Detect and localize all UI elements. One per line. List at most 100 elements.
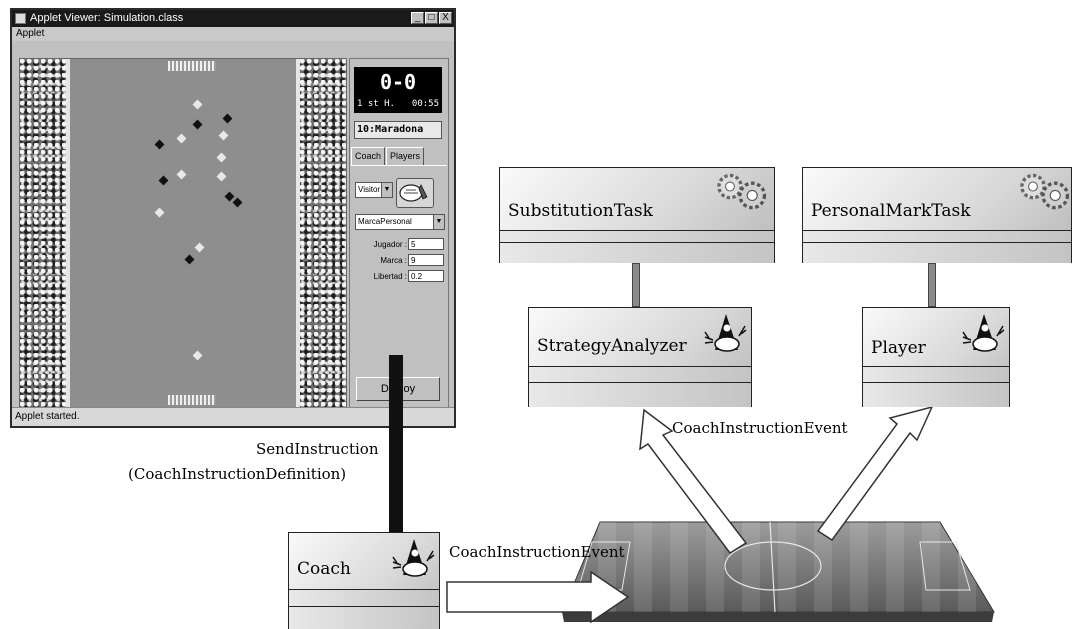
match-time: 00:55: [411, 99, 439, 109]
tab-coach[interactable]: Coach: [351, 147, 386, 165]
menu-applet[interactable]: Applet: [16, 28, 45, 39]
coach-node: Coach: [288, 532, 440, 629]
match-clock: 1 st H. 00:55: [357, 99, 439, 109]
coach-event-label-top: CoachInstructionEvent: [672, 419, 848, 437]
strategy-analyzer-label: StrategyAnalyzer: [537, 336, 687, 356]
jugador-label: Jugador :: [373, 240, 407, 249]
soccer-field-image: [562, 521, 995, 622]
chevron-down-icon: ▼: [381, 183, 392, 197]
pitch-player-marker: [232, 197, 243, 208]
node-separator: [289, 589, 439, 590]
tab-players[interactable]: Players: [386, 147, 425, 165]
minimize-button[interactable]: _: [411, 12, 424, 24]
node-compartment: [289, 607, 439, 629]
send-instruction-param-label: (CoachInstructionDefinition): [128, 465, 347, 483]
pitch-player-marker: [154, 207, 165, 218]
pitch-player-marker: [216, 171, 227, 182]
applet-statusbar: Applet started.: [12, 407, 454, 426]
node-separator: [289, 606, 439, 607]
team-select[interactable]: Visitor ▼: [355, 182, 393, 198]
personal-mark-task-label: PersonalMarkTask: [811, 201, 971, 221]
pitch-player-marker: [158, 175, 169, 186]
send-instruction-button[interactable]: [396, 178, 434, 208]
strategy-analyzer-node: StrategyAnalyzer: [528, 307, 752, 407]
pitch-player-marker: [216, 152, 227, 163]
gears-icon: [717, 173, 767, 210]
team-select-value: Visitor: [358, 185, 381, 194]
chevron-down-icon: ▼: [433, 215, 444, 229]
send-instruction-label: SendInstruction: [256, 440, 379, 458]
task-connector: [632, 263, 640, 307]
libertad-field-row: Libertad : 0.2: [351, 270, 447, 284]
task-select-value: MarcaPersonal: [358, 217, 412, 226]
deploy-button[interactable]: Deploy: [356, 377, 440, 401]
node-separator: [803, 242, 1071, 243]
coach-label: Coach: [297, 559, 351, 579]
node-compartment: [500, 243, 774, 263]
crowd-left: [20, 59, 70, 407]
applet-menubar: Applet: [12, 27, 454, 41]
node-separator: [500, 230, 774, 231]
libertad-input[interactable]: 0.2: [408, 270, 444, 282]
node-separator: [863, 382, 1009, 383]
score: 0-0: [379, 70, 417, 94]
personal-mark-task-node: PersonalMarkTask: [802, 167, 1072, 263]
scoreboard: 0-0 1 st H. 00:55: [354, 67, 442, 113]
node-separator: [529, 366, 751, 367]
marca-input[interactable]: 9: [408, 254, 444, 266]
node-separator: [803, 230, 1071, 231]
coach-event-label-bottom: CoachInstructionEvent: [449, 543, 625, 561]
node-compartment: [529, 383, 751, 407]
pitch-player-marker: [176, 133, 187, 144]
simulation-pitch: [19, 58, 347, 408]
panel-tabs: Coach Players: [351, 147, 425, 165]
task-connector: [928, 263, 936, 307]
maximize-button[interactable]: □: [425, 12, 438, 24]
applet-window: Applet Viewer: Simulation.class _ □ X Ap…: [10, 8, 456, 428]
control-panel: 0-0 1 st H. 00:55 10:Maradona Coach Play…: [349, 58, 449, 408]
selected-player-display: 10:Maradona: [354, 121, 442, 139]
coach-tab-panel: Visitor ▼ MarcaPersonal ▼ Jugador : 5 Ma…: [351, 165, 447, 366]
pitch-player-marker: [192, 99, 203, 110]
node-separator: [529, 382, 751, 383]
goal-top: [168, 61, 216, 71]
half-indicator: 1 st H.: [357, 99, 395, 109]
duke-icon: [962, 314, 1005, 352]
crowd-right: [296, 59, 346, 407]
pitch-player-marker: [194, 242, 205, 253]
task-select[interactable]: MarcaPersonal ▼: [355, 214, 445, 230]
pitch-player-marker: [192, 350, 203, 361]
applet-titlebar: Applet Viewer: Simulation.class _ □ X: [12, 10, 454, 27]
node-compartment: [863, 367, 1009, 382]
substitution-task-node: SubstitutionTask: [499, 167, 775, 263]
applet-title: Applet Viewer: Simulation.class: [30, 12, 184, 24]
pitch-player-marker: [154, 139, 165, 150]
marca-label: Marca :: [380, 256, 407, 265]
goal-bottom: [168, 395, 216, 405]
duke-icon: [392, 539, 435, 577]
node-compartment: [289, 590, 439, 606]
node-separator: [863, 366, 1009, 367]
close-button[interactable]: X: [439, 12, 452, 24]
pitch-player-marker: [176, 169, 187, 180]
node-compartment: [500, 231, 774, 242]
pitch-player-marker: [192, 119, 203, 130]
window-buttons: _ □ X: [411, 12, 452, 24]
pitch-player-marker: [224, 191, 235, 202]
jugador-input[interactable]: 5: [408, 238, 444, 250]
pitch-player-marker: [184, 254, 195, 265]
node-compartment: [863, 383, 1009, 407]
jugador-field-row: Jugador : 5: [351, 238, 447, 252]
node-compartment: [803, 231, 1071, 242]
applet-app-icon: [15, 13, 26, 24]
pitch-player-marker: [218, 130, 229, 141]
coach-instruction-icon: [399, 184, 428, 202]
node-compartment: [803, 243, 1071, 263]
player-node: Player: [862, 307, 1010, 407]
node-compartment: [529, 367, 751, 382]
libertad-label: Libertad :: [373, 272, 407, 281]
pitch-player-marker: [222, 113, 233, 124]
marca-field-row: Marca : 9: [351, 254, 447, 268]
player-label: Player: [871, 338, 926, 358]
node-separator: [500, 242, 774, 243]
